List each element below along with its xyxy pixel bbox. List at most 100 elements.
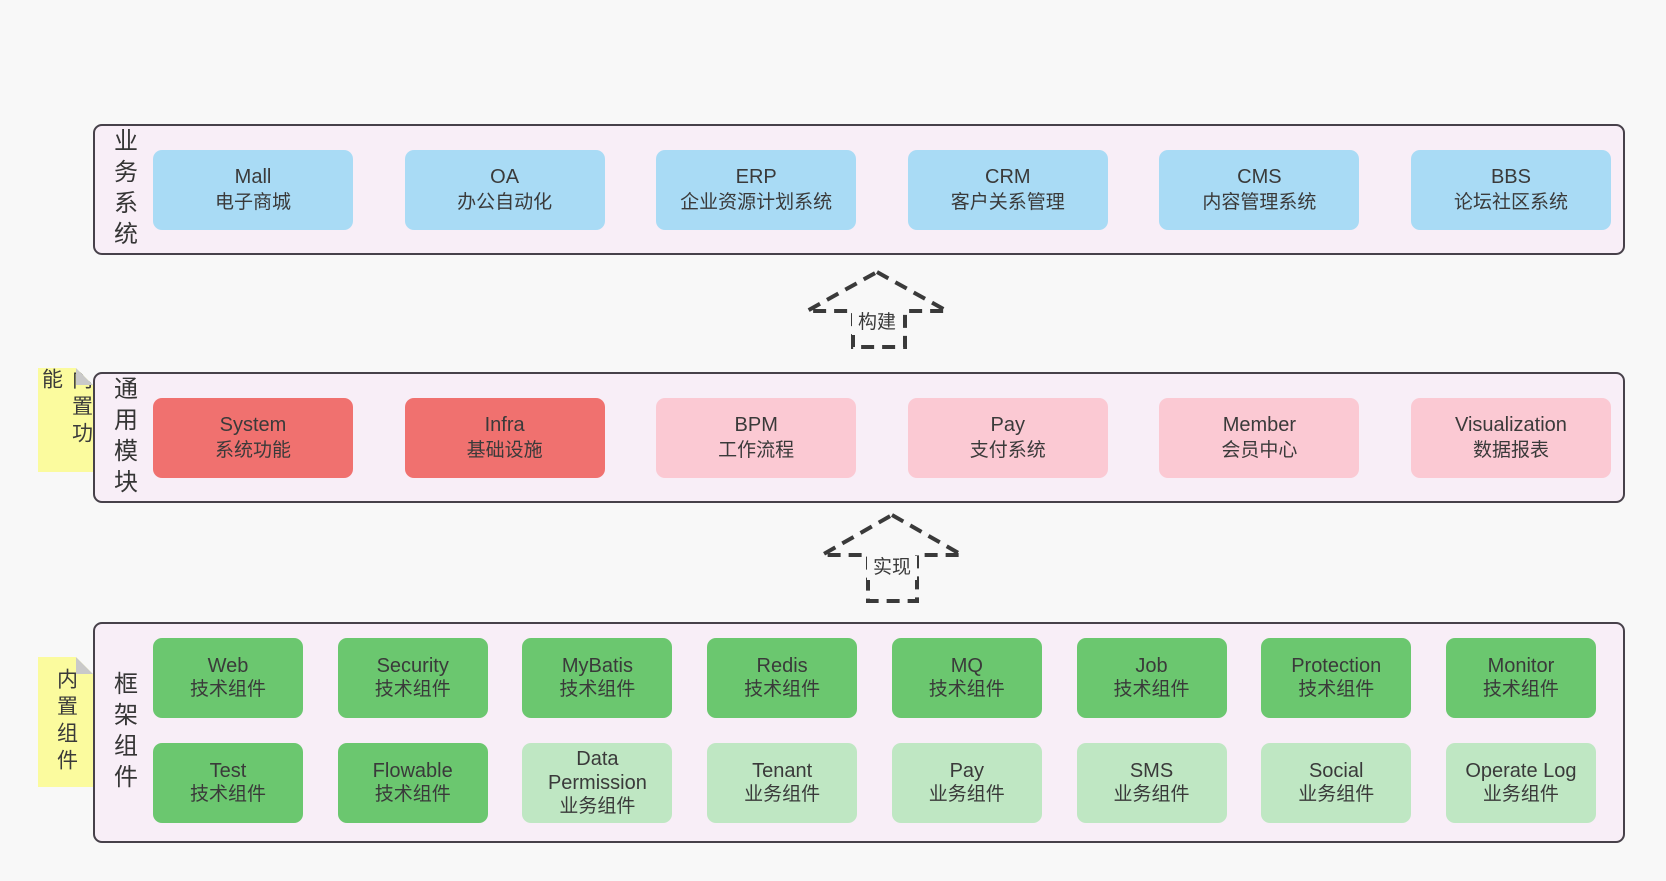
box-monitor: Monitor 技术组件 [1445, 638, 1596, 718]
band-label-text: 通用模块 [109, 375, 137, 500]
box-erp: ERP 企业资源计划系统 [656, 150, 857, 230]
build-arrow-label: 构建 [852, 311, 902, 335]
box-subtitle: 工作流程 [718, 440, 795, 461]
implement-arrow-icon [814, 512, 970, 603]
box-subtitle: 办公自动化 [457, 192, 553, 213]
box-social: Social 业务组件 [1261, 743, 1412, 823]
box-name: Flowable [372, 760, 453, 782]
box-name: Test [209, 760, 247, 782]
box-name: Tenant [752, 760, 813, 782]
box-name: MQ [950, 655, 983, 677]
box-name: Pay [949, 760, 985, 782]
box-subtitle: 业务组件 [1482, 784, 1559, 805]
band-framework-components-label: 框架组件 [103, 624, 143, 841]
note-fold-corner-icon [76, 368, 93, 385]
box-name: Member [1222, 414, 1297, 436]
box-mybatis: MyBatis 技术组件 [522, 638, 673, 718]
box-infra: Infra 基础设施 [404, 398, 605, 478]
box-data-permission: Data Permission 业务组件 [522, 743, 673, 823]
box-subtitle: 技术组件 [928, 679, 1005, 700]
note-text: 内置组件 [54, 668, 78, 776]
framework-components-row-2: Test 技术组件 Flowable 技术组件 Data Permission … [153, 743, 1596, 823]
box-subtitle: 业务组件 [928, 784, 1005, 805]
box-member: Member 会员中心 [1159, 398, 1360, 478]
box-security: Security 技术组件 [337, 638, 488, 718]
box-job: Job 技术组件 [1076, 638, 1227, 718]
box-name: Social [1308, 760, 1364, 782]
box-system: System 系统功能 [153, 398, 353, 478]
box-subtitle: 支付系统 [969, 440, 1046, 461]
business-systems-row: Mall 电子商城 OA 办公自动化 ERP 企业资源计划系统 CRM 客户关系… [153, 150, 1611, 230]
build-arrow-icon [799, 269, 955, 349]
implement-arrow-label: 实现 [867, 556, 917, 580]
box-name: Infra [484, 414, 525, 436]
box-name: BBS [1490, 166, 1531, 188]
box-name: Redis [756, 655, 808, 677]
box-name: Protection [1291, 655, 1382, 677]
box-flowable: Flowable 技术组件 [337, 743, 488, 823]
box-name: Web [207, 655, 249, 677]
box-subtitle: 基础设施 [466, 440, 543, 461]
box-subtitle: 论坛社区系统 [1453, 192, 1568, 213]
box-subtitle: 内容管理系统 [1202, 192, 1317, 213]
box-web: Web 技术组件 [153, 638, 303, 718]
box-subtitle: 客户关系管理 [950, 192, 1065, 213]
box-subtitle: 技术组件 [189, 784, 266, 805]
box-bbs: BBS 论坛社区系统 [1410, 150, 1611, 230]
band-common-modules: 通用模块 System 系统功能 Infra 基础设施 BPM 工作流程 Pay… [93, 372, 1625, 503]
box-mq: MQ 技术组件 [891, 638, 1042, 718]
box-subtitle: 业务组件 [744, 784, 821, 805]
box-tenant: Tenant 业务组件 [707, 743, 858, 823]
common-modules-row: System 系统功能 Infra 基础设施 BPM 工作流程 Pay 支付系统… [153, 398, 1611, 478]
box-sms: SMS 业务组件 [1076, 743, 1227, 823]
box-name: Pay [990, 414, 1026, 436]
box-name: Operate Log [1465, 760, 1577, 782]
box-subtitle: 技术组件 [374, 679, 451, 700]
band-framework-components: 框架组件 Web 技术组件 Security 技术组件 MyBatis 技术组件… [93, 622, 1625, 843]
box-name: BPM [734, 414, 778, 436]
box-name: OA [490, 166, 520, 188]
box-pay-component: Pay 业务组件 [891, 743, 1042, 823]
box-name: Security [376, 655, 449, 677]
band-label-text: 业务系统 [109, 127, 137, 252]
box-subtitle: 系统功能 [214, 440, 291, 461]
box-name: Monitor [1487, 655, 1555, 677]
box-name: CRM [985, 166, 1031, 188]
box-test: Test 技术组件 [153, 743, 303, 823]
box-oa: OA 办公自动化 [404, 150, 605, 230]
box-subtitle: 企业资源计划系统 [680, 192, 833, 213]
note-built-in-components: 内置组件 [38, 657, 93, 787]
box-subtitle: 技术组件 [189, 679, 266, 700]
box-name: Data Permission [547, 748, 647, 794]
box-crm: CRM 客户关系管理 [907, 150, 1108, 230]
box-name: System [219, 414, 287, 436]
box-subtitle: 技术组件 [744, 679, 821, 700]
box-subtitle: 业务组件 [1113, 784, 1190, 805]
box-subtitle: 业务组件 [559, 796, 636, 817]
box-subtitle: 技术组件 [559, 679, 636, 700]
box-protection: Protection 技术组件 [1261, 638, 1412, 718]
note-built-in-features: 内置功能 [38, 368, 93, 472]
box-visualization: Visualization 数据报表 [1410, 398, 1611, 478]
box-name: ERP [735, 166, 777, 188]
box-subtitle: 技术组件 [1482, 679, 1559, 700]
box-subtitle: 技术组件 [1298, 679, 1375, 700]
box-subtitle: 数据报表 [1472, 440, 1549, 461]
band-business-systems: 业务系统 Mall 电子商城 OA 办公自动化 ERP 企业资源计划系统 CRM… [93, 124, 1625, 255]
box-pay-module: Pay 支付系统 [907, 398, 1108, 478]
box-subtitle: 会员中心 [1221, 440, 1298, 461]
box-name: CMS [1237, 166, 1282, 188]
box-cms: CMS 内容管理系统 [1159, 150, 1360, 230]
box-name: Mall [234, 166, 272, 188]
band-label-text: 框架组件 [109, 670, 137, 795]
box-subtitle: 技术组件 [1113, 679, 1190, 700]
box-name: Job [1135, 655, 1168, 677]
box-name: MyBatis [561, 655, 633, 677]
box-subtitle: 电子商城 [214, 192, 291, 213]
box-name: Visualization [1455, 414, 1567, 436]
box-mall: Mall 电子商城 [153, 150, 353, 230]
note-fold-corner-icon [76, 657, 93, 674]
note-text: 内置功能 [39, 368, 93, 449]
box-name: SMS [1129, 760, 1174, 782]
